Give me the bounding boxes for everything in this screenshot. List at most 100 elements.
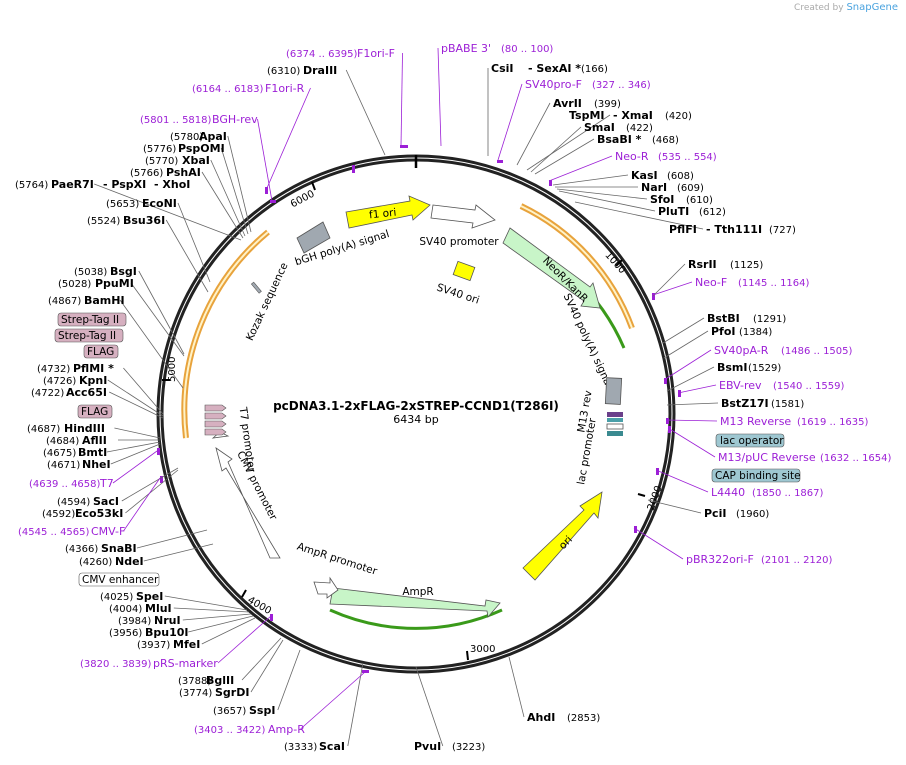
enzyme-leader — [556, 188, 648, 200]
primer-pbabe3[interactable]: pBABE 3' — [441, 42, 491, 55]
boxed-labels: lac operator CAP binding site Strep-Tag … — [54, 312, 801, 587]
enzyme-nari[interactable]: NarI — [641, 181, 667, 194]
enzyme-econi[interactable]: EcoNI — [142, 197, 177, 210]
enzyme-rsrii[interactable]: RsrII — [688, 258, 717, 271]
enzyme-apai[interactable]: ApaI — [199, 130, 227, 143]
enzyme-pshai[interactable]: PshAI — [166, 166, 201, 179]
enzyme-acc65i[interactable]: Acc65I — [66, 386, 107, 399]
enzyme-leader — [173, 607, 250, 613]
enzyme-position: (5770) — [145, 156, 178, 167]
enzyme-nrui[interactable]: NruI — [154, 614, 181, 627]
enzyme-position: (6310) — [267, 66, 300, 77]
enzyme-ppumi[interactable]: PpuMI — [95, 277, 134, 290]
enzyme-hindiii[interactable]: HindIII — [64, 422, 105, 435]
enzyme-pflfi[interactable]: PflFI — [669, 223, 697, 236]
enzyme-ndei[interactable]: NdeI — [115, 555, 144, 568]
enzyme-pfoi[interactable]: PfoI — [711, 325, 736, 338]
enzyme-pvui[interactable]: PvuI — [414, 740, 441, 753]
enzyme-position: (166) — [581, 64, 608, 75]
enzyme-xbai[interactable]: XbaI — [182, 154, 210, 167]
enzyme-avrii[interactable]: AvrII — [553, 97, 582, 110]
kozak-box — [250, 281, 262, 294]
primer-leader — [217, 615, 272, 664]
primer-pbr322orif[interactable]: pBR322ori-F — [686, 553, 754, 566]
primer-sv40prof[interactable]: SV40pro-F — [525, 78, 582, 91]
enzyme-bamhi[interactable]: BamHI — [84, 294, 125, 307]
enzyme-pspxi[interactable]: - PspXI — [103, 178, 146, 191]
enzyme-tth111i[interactable]: - Tth111I — [706, 223, 762, 236]
enzyme-bpu10i[interactable]: Bpu10I — [145, 626, 189, 639]
enzyme-kpni[interactable]: KpnI — [79, 374, 107, 387]
lac-promoter-box — [606, 423, 624, 430]
enzyme-xmai[interactable]: - XmaI — [613, 109, 653, 122]
enzyme-draiii[interactable]: DraIII — [303, 64, 337, 77]
enzyme-bsabi[interactable]: BsaBI * — [597, 133, 642, 146]
enzyme-sspi[interactable]: SspI — [249, 704, 275, 717]
enzyme-aflii[interactable]: AflII — [82, 434, 107, 447]
enzyme-mfei[interactable]: MfeI — [173, 638, 200, 651]
primer-m13pucreverse[interactable]: M13/pUC Reverse — [718, 451, 816, 464]
primer-m13reverse[interactable]: M13 Reverse — [720, 415, 791, 428]
primer-position: (1540 .. 1559) — [773, 381, 845, 392]
enzyme-mlui[interactable]: MluI — [145, 602, 172, 615]
enzyme-kasi[interactable]: KasI — [631, 169, 658, 182]
enzyme-snabi[interactable]: SnaBI — [101, 542, 137, 555]
arc-green-amp — [329, 608, 503, 630]
enzyme-leader — [277, 649, 301, 711]
primer-f1orir[interactable]: F1ori-R — [265, 82, 305, 95]
enzyme-ahdi[interactable]: AhdI — [527, 711, 555, 724]
primer-t7[interactable]: T7 — [99, 477, 114, 490]
primer-cmvf[interactable]: CMV-F — [91, 525, 125, 538]
enzyme-bsmi[interactable]: BsmI — [717, 361, 748, 374]
primer-bghrev[interactable]: BGH-rev — [212, 113, 258, 126]
primer-leader — [300, 671, 366, 730]
enzyme-position: (4671) — [47, 460, 80, 471]
enzyme-sgrdi[interactable]: SgrDI — [215, 686, 249, 699]
enzyme-position: (468) — [652, 135, 679, 146]
ori-arrow — [522, 491, 603, 581]
primer-position: (3403 .. 3422) — [194, 725, 266, 736]
enzyme-saci[interactable]: SacI — [93, 495, 119, 508]
enzyme-leader — [220, 147, 249, 235]
plasmid-length: 6434 bp — [393, 413, 438, 426]
enzyme-nhei[interactable]: NheI — [82, 458, 111, 471]
primer-neof[interactable]: Neo-F — [695, 276, 727, 289]
enzyme-bglii[interactable]: BglII — [206, 674, 234, 687]
enzyme-position: (4732) — [37, 364, 70, 375]
enzyme-leader — [347, 662, 364, 747]
primer-l4440[interactable]: L4440 — [711, 486, 745, 499]
enzyme-pspomi[interactable]: PspOMI — [178, 142, 225, 155]
enzyme-bstz17i[interactable]: BstZ17I — [721, 397, 769, 410]
primer-sv40par[interactable]: SV40pA-R — [714, 344, 769, 357]
enzyme-bsgi[interactable]: BsgI — [110, 265, 137, 278]
enzyme-bstbi[interactable]: BstBI — [707, 312, 740, 325]
credit-text: Created by — [794, 3, 844, 13]
primer-position: (1145 .. 1164) — [738, 278, 810, 289]
enzyme-tspmi[interactable]: TspMI — [569, 109, 605, 122]
enzyme-paer7i[interactable]: PaeR7I — [51, 178, 94, 191]
primer-f1orif[interactable]: F1ori-F — [357, 47, 395, 60]
enzyme-sfoi[interactable]: SfoI — [650, 193, 674, 206]
enzyme-leader — [164, 595, 248, 611]
primer-mark — [400, 145, 408, 148]
enzyme-xhoi[interactable]: - XhoI — [154, 178, 190, 191]
primer-ampr[interactable]: Amp-R — [268, 723, 305, 736]
primer-position: (6374 .. 6395) — [286, 49, 358, 60]
enzyme-csii[interactable]: CsiI — [491, 62, 513, 75]
primer-neor[interactable]: Neo-R — [615, 150, 649, 163]
enzyme-bsu36i[interactable]: Bsu36I — [123, 214, 165, 227]
enzyme-position: (5524) — [87, 216, 120, 227]
enzyme-position: (3984) — [118, 616, 151, 627]
enzyme-eco53ki[interactable]: Eco53kI — [75, 507, 123, 520]
enzyme-pflmi[interactable]: PflMI * — [73, 362, 114, 375]
enzyme-pcii[interactable]: PciI — [704, 507, 726, 520]
enzyme-smai[interactable]: SmaI — [584, 121, 615, 134]
primer-ebvrev[interactable]: EBV-rev — [719, 379, 762, 392]
enzyme-pluti[interactable]: PluTI — [658, 205, 689, 218]
enzyme-spei[interactable]: SpeI — [136, 590, 163, 603]
primer-mark — [678, 390, 681, 397]
enzyme-scai[interactable]: ScaI — [319, 740, 345, 753]
enzyme-sexai[interactable]: - SexAI * — [528, 62, 581, 75]
enzyme-bmti[interactable]: BmtI — [78, 446, 107, 459]
primer-prsmarker[interactable]: pRS-marker — [153, 657, 218, 670]
